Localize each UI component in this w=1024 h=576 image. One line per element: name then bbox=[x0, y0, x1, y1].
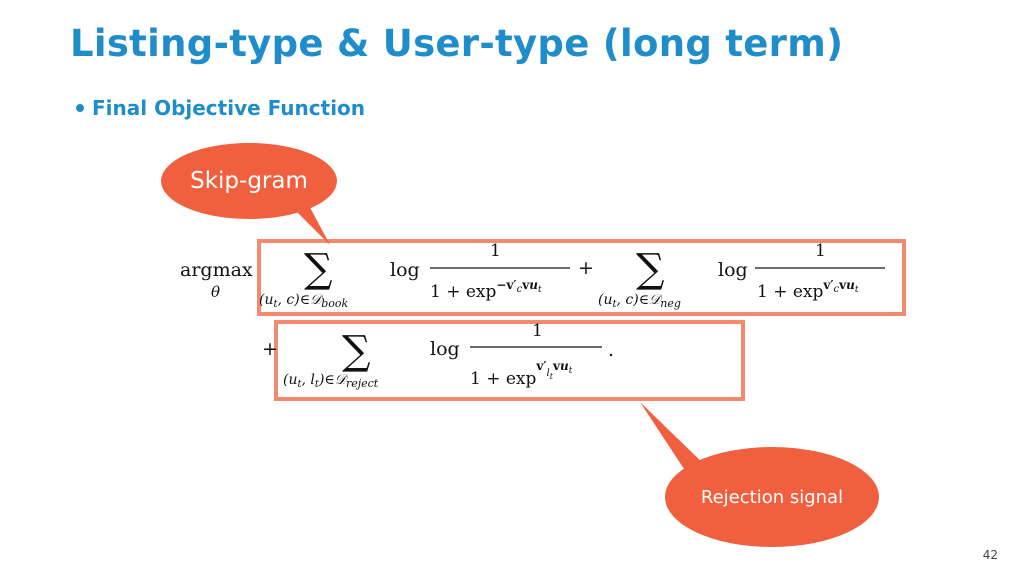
rejection-callout-label: Rejection signal bbox=[700, 487, 844, 508]
rejection-term-box bbox=[274, 320, 745, 401]
sum-symbol-book: ∑ bbox=[304, 246, 333, 292]
argmax-operator: argmax bbox=[180, 259, 253, 281]
rejection-callout-bubble bbox=[665, 447, 879, 547]
sum-index-reject: (ut, lt)∈𝒟reject bbox=[283, 372, 379, 390]
rejection-callout-pointer bbox=[640, 402, 710, 478]
formula-period: . bbox=[608, 339, 614, 361]
log-reject: log bbox=[430, 338, 460, 360]
skipgram-callout-bubble bbox=[161, 143, 337, 219]
log-neg: log bbox=[718, 259, 748, 281]
log-book: log bbox=[390, 259, 420, 281]
denominator-book: 1 + exp−v′cvut bbox=[430, 278, 542, 302]
sum-symbol-neg: ∑ bbox=[636, 246, 665, 292]
bullet-dot-icon bbox=[76, 103, 84, 112]
plus-sign-2: + bbox=[262, 338, 278, 360]
skipgram-callout-label: Skip-gram bbox=[190, 168, 308, 194]
numerator-reject: 1 bbox=[532, 321, 543, 341]
numerator-book: 1 bbox=[490, 241, 501, 261]
numerator-neg: 1 bbox=[815, 241, 826, 261]
sum-index-neg: (ut, c)∈𝒟neg bbox=[598, 292, 681, 310]
argmax-theta: θ bbox=[211, 283, 220, 301]
bullet-item: Final Objective Function bbox=[76, 96, 365, 120]
slide-title: Listing-type & User-type (long term) bbox=[70, 22, 844, 65]
sum-symbol-reject: ∑ bbox=[342, 328, 371, 374]
denominator-neg: 1 + expv′cvut bbox=[757, 278, 859, 302]
skipgram-terms-box bbox=[257, 239, 906, 316]
page-number: 42 bbox=[982, 548, 998, 562]
bullet-text: Final Objective Function bbox=[92, 96, 366, 120]
sum-index-book: (ut, c)∈𝒟book bbox=[259, 292, 349, 310]
plus-sign-1: + bbox=[578, 257, 594, 279]
denominator-reject: 1 + expv′ltvut bbox=[470, 359, 573, 389]
